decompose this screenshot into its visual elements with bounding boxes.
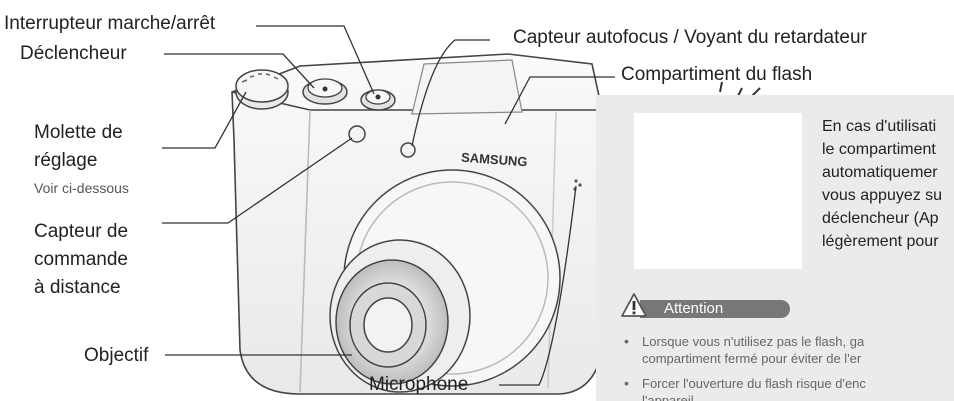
af-sensor-icon: [400, 142, 416, 158]
attention-item: Lorsque vous n'utilisez pas le flash, ga…: [620, 333, 866, 367]
label-af-sensor: Capteur autofocus / Voyant du retardateu…: [513, 27, 867, 48]
label-power-switch: Interrupteur marche/arrêt: [4, 13, 216, 34]
flash-description-line: automatiquemer: [822, 164, 938, 181]
attention-badge: Attention: [640, 300, 790, 318]
attention-item-line: Lorsque vous n'utilisez pas le flash, ga: [642, 334, 865, 349]
attention-item: Forcer l'ouverture du flash risque d'enc…: [620, 375, 866, 401]
attention-list: Lorsque vous n'utilisez pas le flash, ga…: [620, 333, 866, 401]
warning-icon: [621, 293, 647, 317]
camera-brand: SAMSUNG: [461, 150, 528, 170]
label-microphone: Microphone: [369, 374, 469, 395]
label-mode-dial-2: réglage: [34, 150, 98, 171]
remote-sensor-icon: [348, 125, 366, 143]
mode-dial-icon: [235, 69, 289, 110]
label-shutter: Déclencheur: [20, 43, 127, 64]
flash-window: [411, 59, 523, 115]
label-mode-dial-1: Molette de: [34, 122, 123, 143]
flash-info-panel: En cas d'utilisati le compartiment autom…: [596, 95, 954, 401]
power-button-icon: [360, 89, 396, 111]
flash-description-line: le compartiment: [822, 141, 936, 158]
attention-item-line: compartiment fermé pour éviter de l'er: [642, 351, 862, 366]
label-remote-3: à distance: [34, 277, 121, 298]
label-remote-1: Capteur de: [34, 221, 129, 242]
attention-item-line: l'appareil.: [642, 393, 698, 401]
shutter-button-icon: [302, 78, 348, 105]
flash-description-line: légèrement pour: [822, 233, 939, 250]
flash-description: En cas d'utilisati le compartiment autom…: [822, 115, 942, 253]
leader-lines: [162, 25, 615, 386]
label-remote-2: commande: [34, 249, 128, 270]
flash-description-line: vous appuyez su: [822, 187, 943, 204]
lens-icon: [329, 169, 561, 393]
flash-description-line: déclencheur (Ap: [822, 210, 939, 227]
label-lens: Objectif: [84, 345, 149, 366]
label-flash-compartment: Compartiment du flash: [621, 64, 813, 85]
flash-description-line: En cas d'utilisati: [822, 118, 937, 135]
flash-illustration-frame: [634, 113, 802, 269]
label-mode-dial-sub: Voir ci-dessous: [34, 180, 129, 196]
attention-item-line: Forcer l'ouverture du flash risque d'enc: [642, 376, 866, 391]
